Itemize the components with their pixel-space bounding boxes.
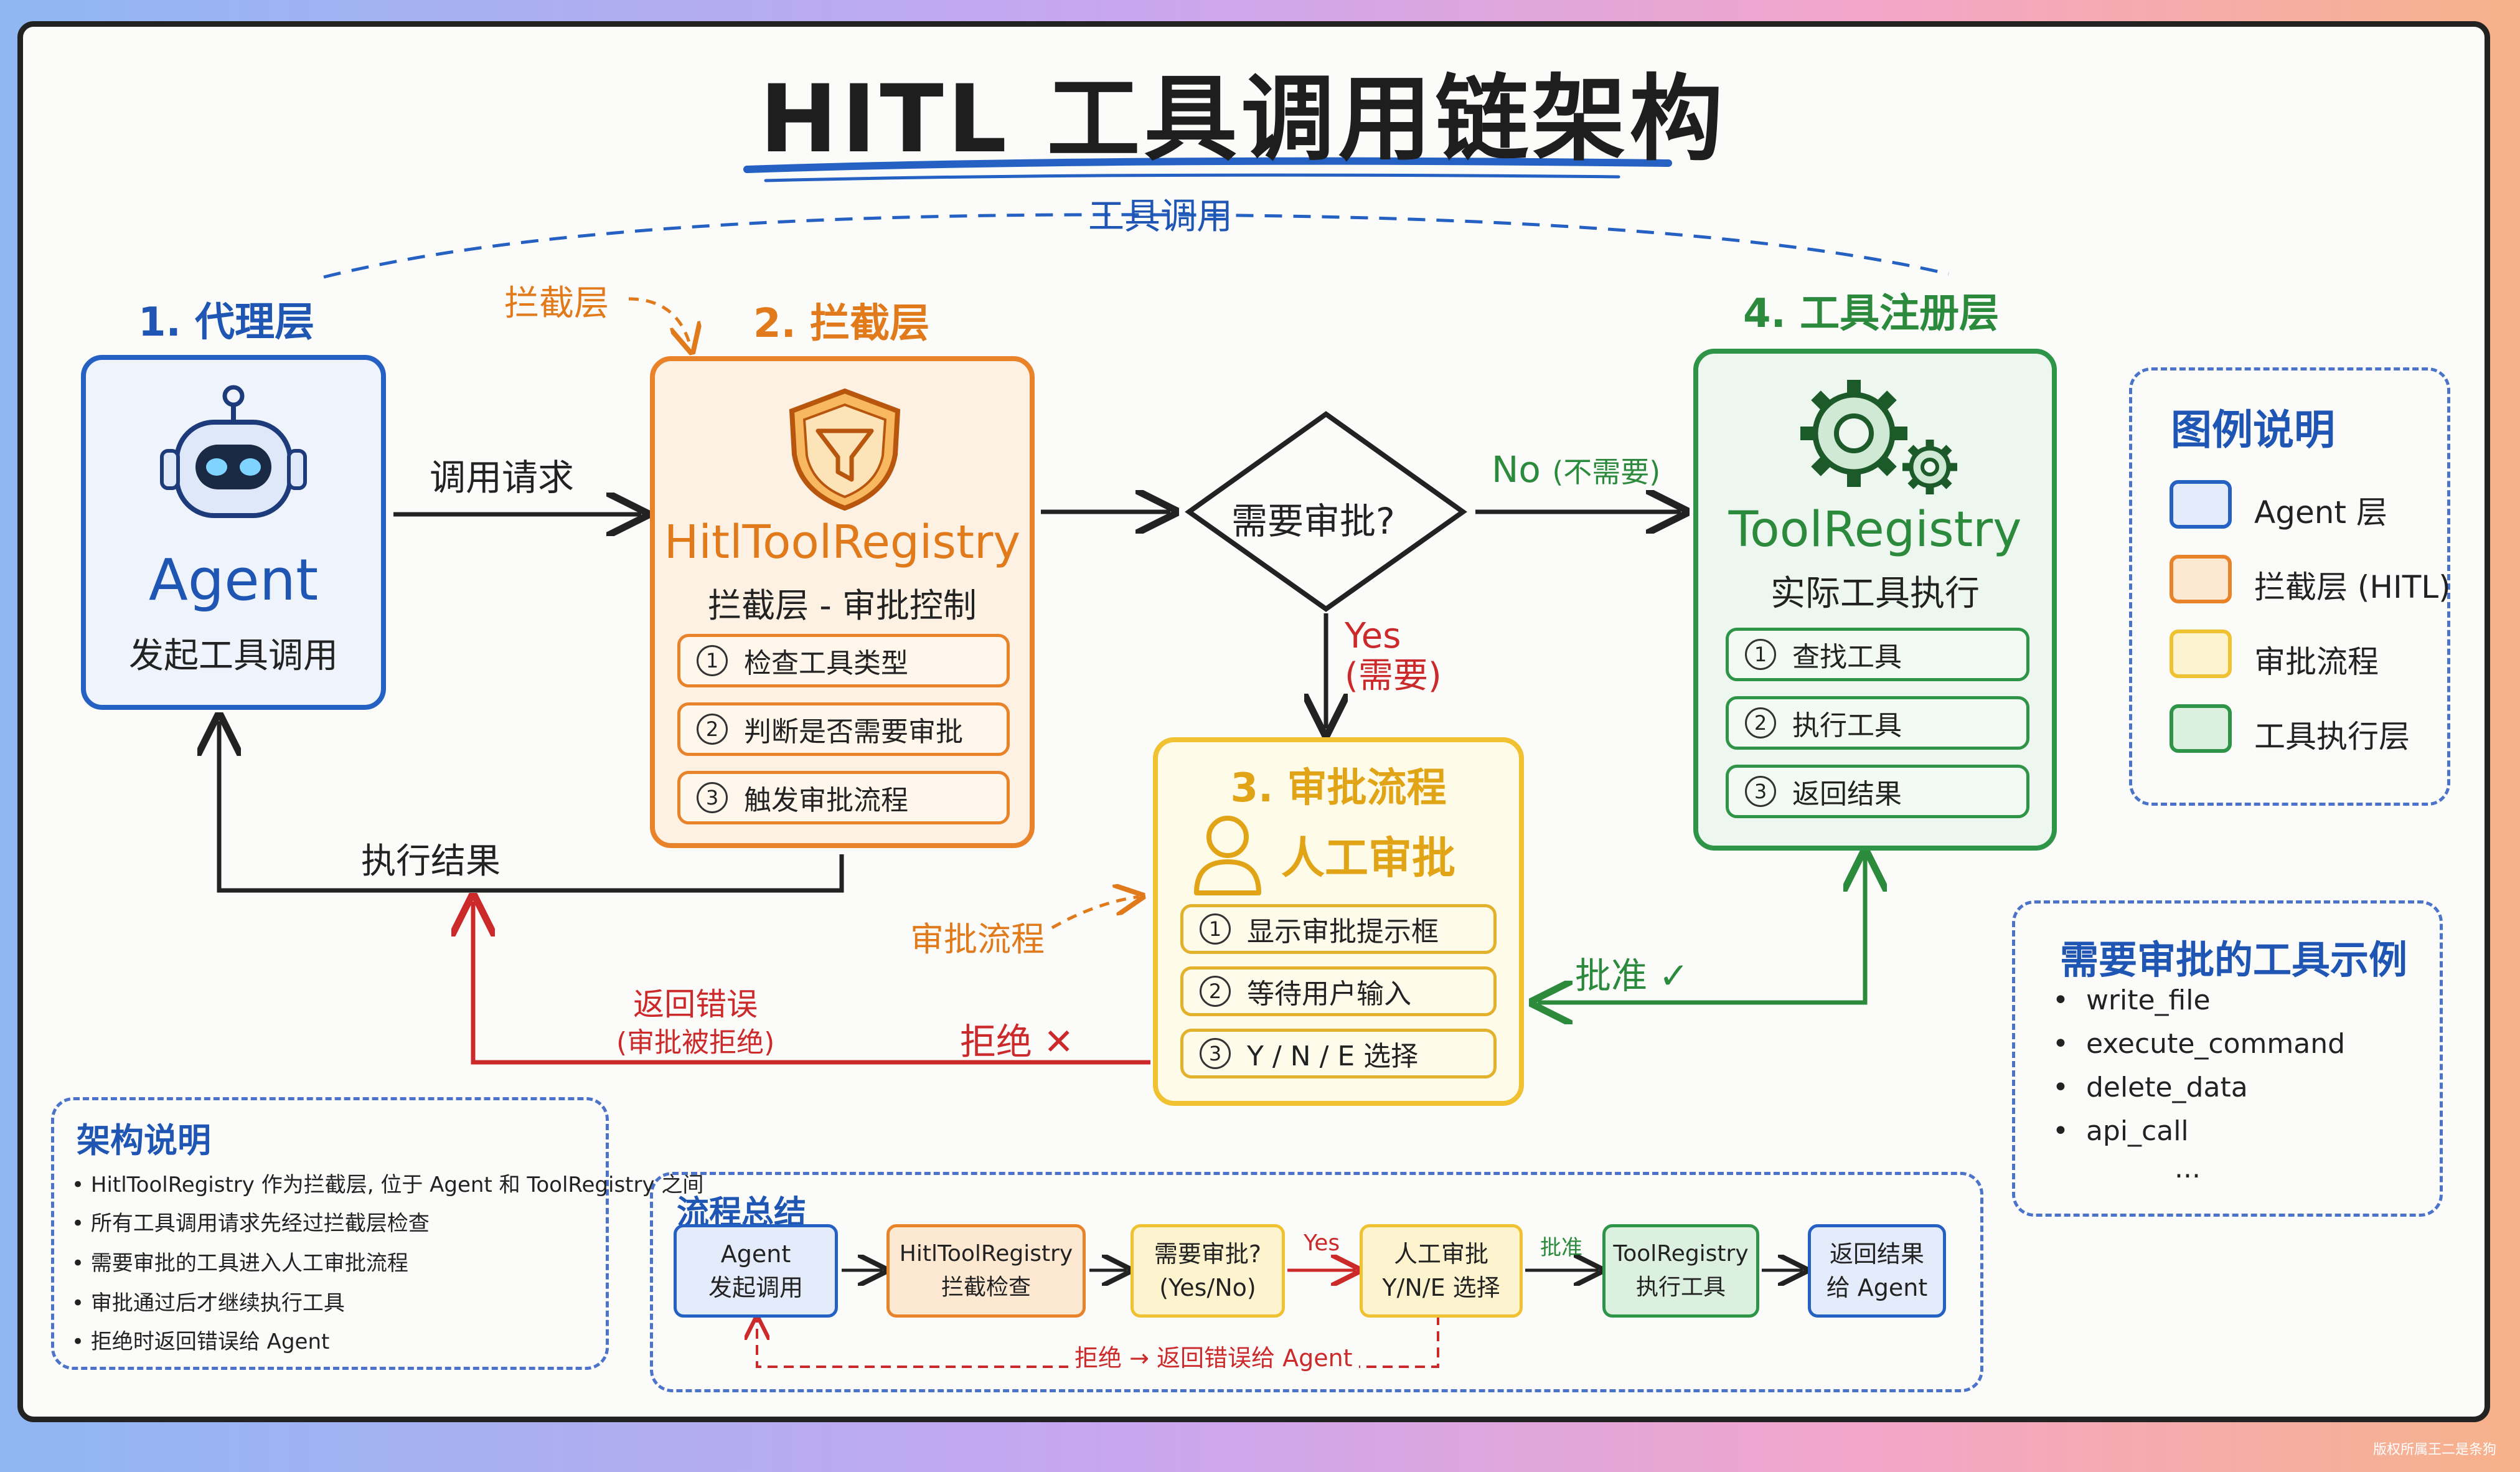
decision-no-label: No (不需要) (1492, 448, 1661, 491)
watermark: 版权所属王二是条狗 (2373, 1442, 2497, 1458)
intercept-callout: 拦截层 (504, 283, 609, 324)
arch-notes-panel: 架构说明 • HitlToolRegistry 作为拦截层, 位于 Agent … (51, 1097, 703, 1370)
decision-yes-label: Yes (需要) (1345, 616, 1442, 696)
return-error-arrow (473, 902, 1150, 1065)
arch-notes-title: 架构说明 (77, 1121, 211, 1160)
tool-example-item: • delete_data (2052, 1072, 2248, 1103)
flow-node-return: 返回结果给 Agent (1808, 1224, 1946, 1318)
intercept-desc: 拦截层 - 审批控制 (708, 586, 977, 625)
tool-examples-title: 需要审批的工具示例 (2060, 937, 2408, 983)
shield-filter-icon (789, 388, 901, 511)
approval-name: 人工审批 (1281, 833, 1455, 884)
legend-swatch-intercept (2170, 555, 2232, 603)
exec-result-label: 执行结果 (361, 841, 501, 882)
gears-icon (1800, 380, 1957, 494)
legend-swatch-agent (2170, 480, 2232, 529)
user-icon (1194, 816, 1261, 895)
exec-result-arrow (219, 721, 844, 893)
approval-heading: 3. 审批流程 (1230, 765, 1447, 811)
agent-desc: 发起工具调用 (129, 636, 338, 676)
call-request-label: 调用请求 (430, 456, 575, 499)
arch-note-item: • 所有工具调用请求先经过拦截层检查 (72, 1211, 430, 1236)
tool-example-item: • api_call (2052, 1115, 2189, 1147)
tool-call-label: 工具调用 (1088, 195, 1233, 237)
legend-swatch-approval (2170, 630, 2232, 678)
return-error-label: 返回错误 (审批被拒绝) (616, 986, 775, 1059)
legend-title: 图例说明 (2171, 406, 2335, 454)
robot-icon (160, 385, 307, 518)
legend-label-intercept: 拦截层 (HITL) (2254, 569, 2451, 605)
diagram-canvas (17, 21, 2490, 1422)
flow-approve-label: 批准 (1540, 1235, 1582, 1260)
intercept-name: HitlToolRegistry (664, 516, 1021, 569)
title-underline (743, 157, 1672, 173)
decision-diamond (1185, 411, 1467, 612)
legend-label-approval: 审批流程 (2254, 644, 2379, 680)
legend-swatch-registry (2170, 704, 2232, 753)
legend-label-agent: Agent 层 (2254, 494, 2387, 531)
flow-reject-note: 拒绝 → 返回错误给 Agent (1068, 1339, 1359, 1373)
legend-panel: 图例说明 Agent 层 拦截层 (HITL) 审批流程 工具执行层 (2129, 367, 2451, 806)
tool-example-item: • execute_command (2052, 1028, 2346, 1060)
registry-desc: 实际工具执行 (1770, 573, 1980, 614)
tool-examples-panel: 需要审批的工具示例 • write_file • execute_command… (2012, 900, 2443, 1217)
intercept-layer-heading: 2. 拦截层 (753, 301, 930, 347)
page-title: HITL 工具调用链架构 (759, 65, 1727, 174)
agent-name: Agent (148, 547, 319, 613)
flow-yes-label: Yes (1304, 1230, 1340, 1256)
arch-note-item: • HitlToolRegistry 作为拦截层, 位于 Agent 和 Too… (72, 1172, 704, 1197)
reject-label: 拒绝 ✕ (960, 1021, 1074, 1063)
arch-note-item: • 需要审批的工具进入人工审批流程 (72, 1251, 408, 1276)
agent-layer-heading: 1. 代理层 (138, 300, 315, 346)
legend-label-registry: 工具执行层 (2254, 719, 2410, 755)
approve-label: 批准 ✓ (1575, 955, 1690, 997)
registry-name: ToolRegistry (1728, 502, 2022, 558)
registry-layer-heading: 4. 工具注册层 (1743, 291, 2000, 337)
tool-example-more: ... (2174, 1153, 2201, 1184)
flow-node-decision: 需要审批?(Yes/No) (1131, 1224, 1285, 1318)
arch-note-item: • 审批通过后才继续执行工具 (72, 1291, 345, 1316)
tool-example-item: • write_file (2052, 984, 2211, 1016)
agent-box: Agent 发起工具调用 (81, 355, 386, 710)
decision-text: 需要审批? (1231, 500, 1395, 542)
tool-call-arc (323, 213, 1949, 279)
approval-callout: 审批流程 (910, 920, 1045, 959)
arch-note-item: • 拒绝时返回错误给 Agent (72, 1329, 330, 1354)
